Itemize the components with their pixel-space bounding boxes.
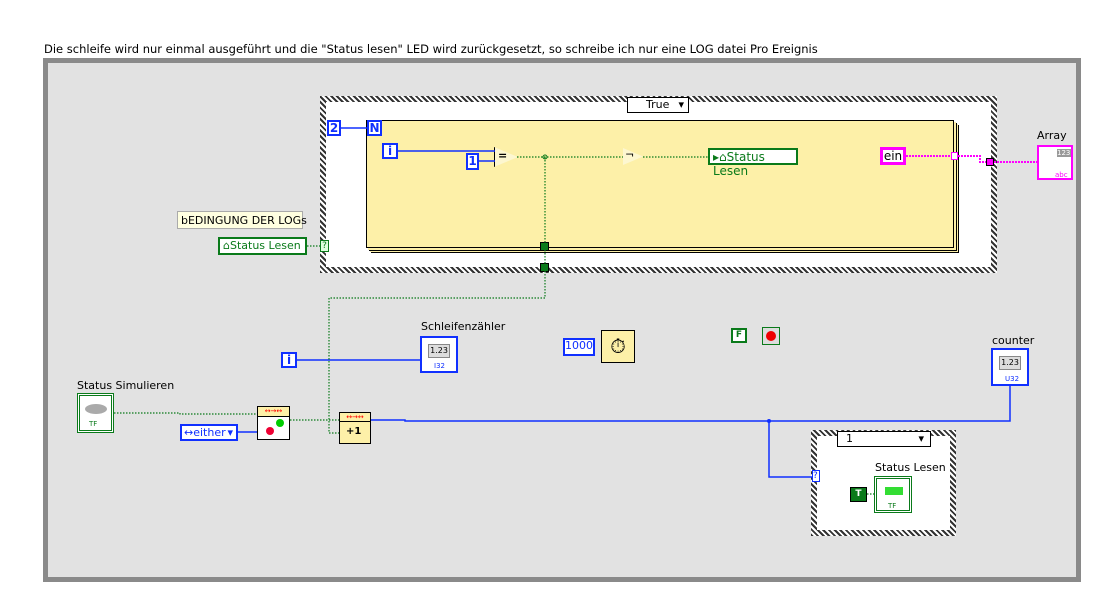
increment-function[interactable]: ↔→↔+1 [339, 412, 371, 444]
wire-junction [542, 154, 548, 160]
iteration-terminal: i [382, 143, 398, 159]
status-lesen-indicator[interactable]: TF [874, 476, 912, 513]
status-simulieren-label: Status Simulieren [77, 379, 175, 392]
trigger-mode-enum[interactable]: ↔either▾ [180, 424, 238, 441]
local-variable-icon: ⌂ [223, 239, 230, 252]
stop-terminal [762, 327, 780, 345]
wire-array-tunnel [958, 155, 986, 163]
case-selector-top[interactable]: True▾ [627, 97, 689, 113]
loop-count-constant[interactable]: 2 [327, 120, 341, 136]
case-output-tunnel [986, 158, 994, 166]
counter-label: counter [992, 334, 1035, 347]
dropdown-arrow-icon: ▾ [678, 98, 684, 111]
metronome-wait-icon[interactable]: ⏱ [601, 330, 635, 363]
true-constant[interactable]: T [850, 487, 867, 502]
wire-counter [371, 386, 1011, 422]
status-lesen-local-variable-read[interactable]: ⌂Status Lesen [218, 237, 307, 255]
wait-ms-constant[interactable]: 1000 [563, 338, 595, 356]
iteration-terminal-while: i [281, 352, 297, 368]
condition-label: bEDINGUNG DER LOGs [177, 211, 307, 229]
toggle-switch-icon [85, 404, 107, 414]
wire-junction [767, 419, 771, 423]
boolean-crossing-function[interactable]: ↔→↔ [257, 406, 290, 440]
comment-label: Die schleife wird nur einmal ausgeführt … [44, 42, 818, 56]
case-selector-terminal-bottom: ? [812, 470, 820, 482]
indexing-tunnel [951, 152, 958, 160]
status-simulieren-control[interactable]: TF [77, 393, 114, 433]
for-loop[interactable] [366, 120, 954, 248]
false-constant[interactable]: F [731, 328, 747, 343]
string-constant[interactable]: ein [880, 147, 906, 165]
dropdown-arrow-icon: ▾ [227, 426, 233, 439]
led-icon [885, 487, 903, 495]
array-label: Array [1037, 129, 1067, 142]
stop-icon [766, 331, 776, 341]
dropdown-arrow-icon: ▾ [918, 432, 924, 445]
wire-boolean-loop [328, 157, 546, 434]
status-lesen-local-variable-write[interactable]: ▸⌂Status Lesen [708, 148, 798, 178]
numeric-constant[interactable]: 1 [466, 153, 479, 170]
status-lesen-label: Status Lesen [875, 461, 946, 474]
case-selector-bottom[interactable]: 1▾ [837, 431, 931, 447]
wire-status-simulieren [114, 412, 257, 415]
count-terminal: N [367, 120, 382, 136]
local-variable-icon: ▸⌂ [713, 150, 727, 164]
schleifenzaehler-label: Schleifenzähler [421, 320, 506, 333]
enum-arrows-icon: ↔ [184, 426, 194, 439]
wire-case-selector [768, 421, 812, 478]
case-selector-terminal: ? [320, 240, 329, 252]
